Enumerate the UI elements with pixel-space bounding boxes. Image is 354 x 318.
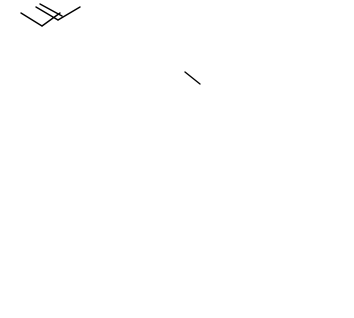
bond xyxy=(57,6,81,21)
bonds xyxy=(4,0,201,85)
bond xyxy=(41,12,61,27)
bond xyxy=(4,3,24,16)
bond xyxy=(5,0,20,11)
bond xyxy=(35,6,59,21)
bond xyxy=(62,4,84,16)
bond xyxy=(4,5,40,20)
bond xyxy=(4,13,21,24)
bond xyxy=(39,3,63,17)
bond xyxy=(80,7,102,20)
bond xyxy=(20,12,43,27)
bond xyxy=(184,71,201,85)
bond xyxy=(60,13,172,47)
